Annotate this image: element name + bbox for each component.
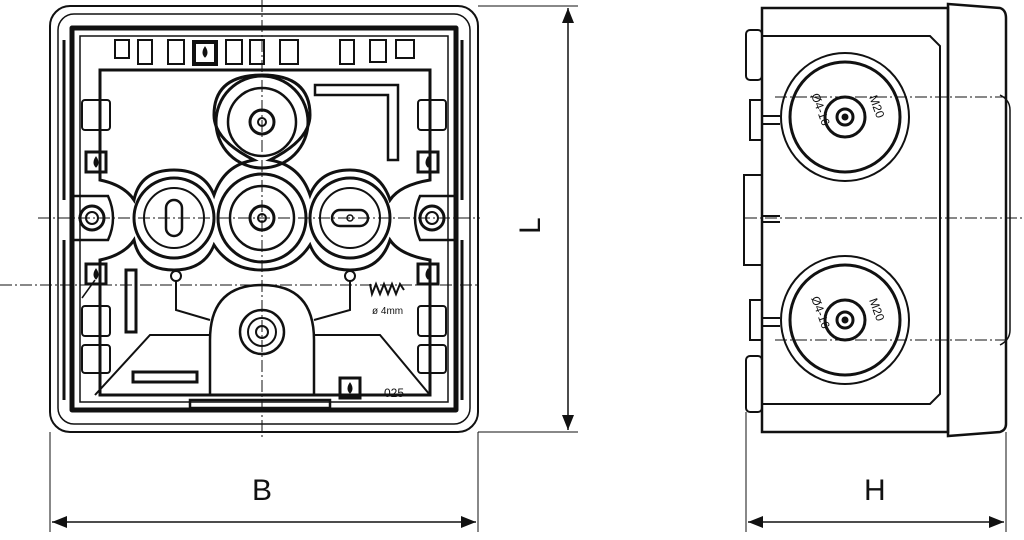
cable-gland-top bbox=[780, 52, 910, 182]
part-number-label: 025 bbox=[384, 386, 404, 400]
front-center-lines bbox=[0, 0, 480, 440]
top-snap-row bbox=[114, 39, 415, 66]
gland-top-range-label: Ø4-16 bbox=[808, 91, 833, 127]
dimension-L bbox=[478, 5, 578, 433]
side-view bbox=[743, 2, 1024, 438]
l-bracket bbox=[313, 83, 400, 162]
gland-bottom-range-label: Ø4-16 bbox=[808, 294, 833, 330]
left-side-slots bbox=[62, 40, 111, 400]
cable-gland-bottom bbox=[780, 255, 910, 385]
dimension-B-label: B bbox=[252, 474, 272, 507]
side-center-lines bbox=[745, 96, 1024, 341]
side-clips bbox=[743, 29, 780, 413]
corner-mark-squares bbox=[84, 46, 440, 400]
inner-wall bbox=[69, 25, 459, 413]
dimension-H bbox=[745, 412, 1007, 532]
right-side-slots bbox=[417, 40, 464, 400]
horizontal-slot bbox=[131, 370, 199, 384]
dimension-B bbox=[49, 432, 479, 532]
dimension-L-label: L bbox=[514, 217, 547, 234]
front-view: ø 4mm 025 bbox=[0, 0, 480, 440]
bottom-groove bbox=[188, 398, 332, 410]
side-lid bbox=[946, 2, 1008, 438]
side-housing bbox=[760, 6, 950, 434]
box-outline bbox=[49, 5, 479, 433]
vertical-slot bbox=[124, 268, 138, 334]
drill-size-label: ø 4mm bbox=[372, 306, 403, 317]
gland-bottom-thread-label: M20 bbox=[866, 296, 887, 323]
drill-icon bbox=[369, 281, 405, 298]
dimension-H-label: H bbox=[864, 474, 886, 507]
